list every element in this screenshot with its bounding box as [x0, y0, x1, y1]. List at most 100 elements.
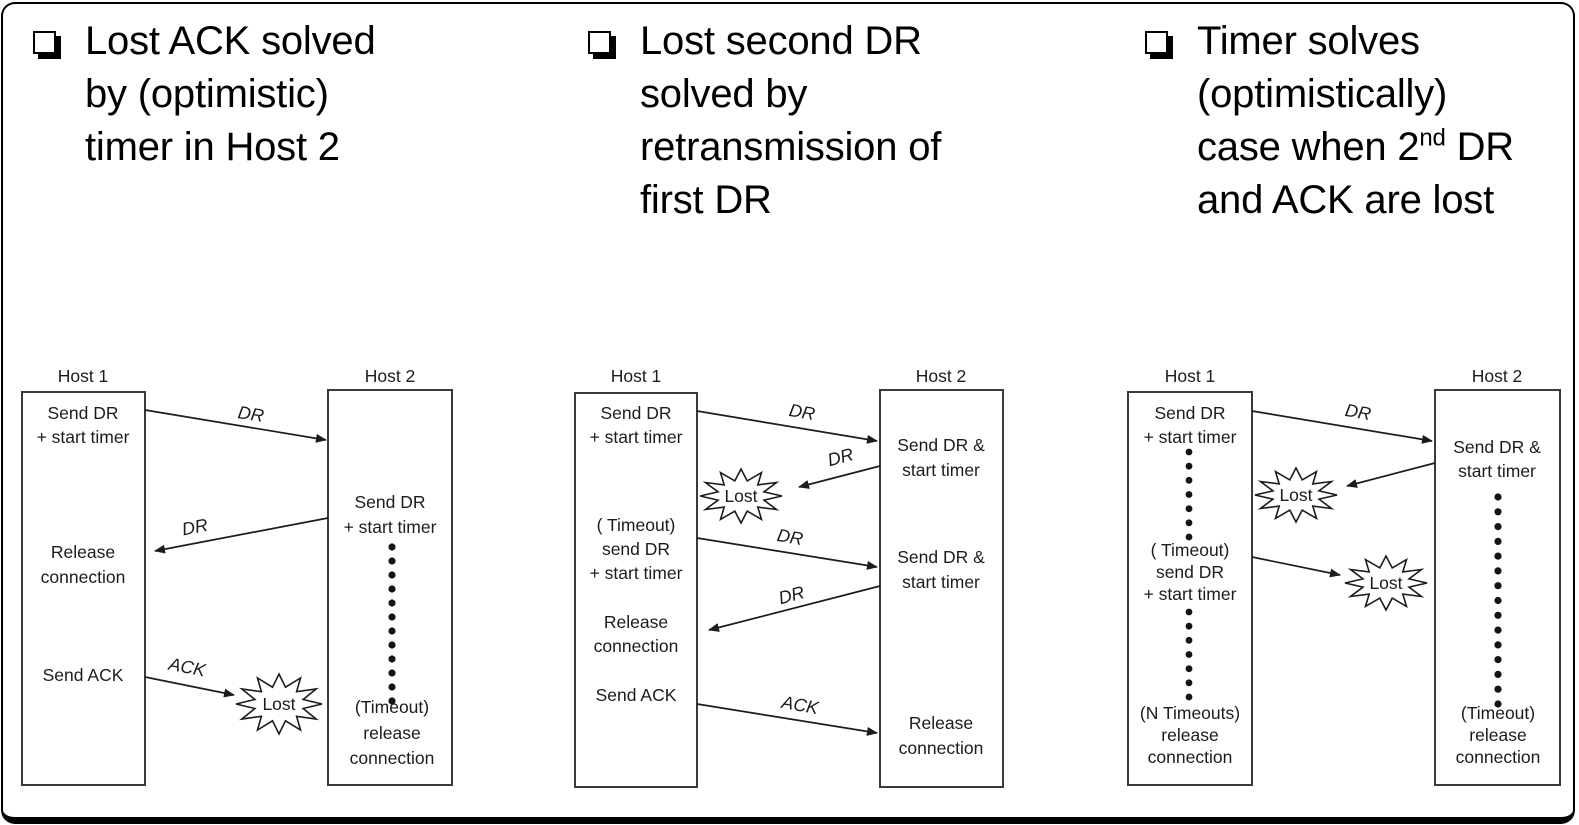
- host2-event: (Timeout): [1461, 703, 1535, 723]
- host1-box: [1127, 391, 1253, 786]
- host2-title: Host 2: [916, 366, 967, 386]
- arrow-label-dr: DR: [776, 525, 805, 549]
- bullet-timer-solves: Timer solves (optimistically) case when …: [1145, 15, 1565, 227]
- host2-event: connection: [1456, 747, 1541, 767]
- bullet-text: Lost ACK solved by (optimistic) timer in…: [85, 15, 376, 174]
- host1-title: Host 1: [611, 366, 662, 386]
- host1-box: [21, 391, 146, 786]
- arrow-ack: [696, 703, 878, 736]
- host1-event: Release: [604, 612, 668, 632]
- bullet-line: case when 2nd DR: [1197, 124, 1514, 169]
- host1-event: + start timer: [590, 427, 683, 447]
- timer-dotted-line: [1185, 608, 1193, 701]
- arrow-dr-1: [1251, 410, 1433, 444]
- lost-label: Lost: [262, 694, 295, 714]
- bullet-text: Timer solves (optimistically) case when …: [1197, 15, 1514, 227]
- bullet-line: solved by: [640, 72, 808, 116]
- bullet-line: by (optimistic): [85, 72, 329, 116]
- lost-label: Lost: [1369, 573, 1402, 593]
- host2-event: start timer: [1458, 461, 1536, 481]
- host1-event: Release: [51, 542, 115, 562]
- host1-event: + start timer: [37, 427, 130, 447]
- bullet-line: and ACK are lost: [1197, 178, 1494, 222]
- bullet-line: Timer solves: [1197, 19, 1420, 63]
- diagram-lost-ack: Host 1 Host 2 Send DR + start timer Rele…: [21, 366, 453, 786]
- host1-event: (N Timeouts): [1140, 703, 1240, 723]
- bullet-line: Lost second DR: [640, 19, 922, 63]
- arrow-label-ack: ACK: [779, 692, 821, 718]
- timer-dotted-line: [388, 543, 396, 705]
- lost-starburst: [235, 672, 323, 736]
- diagram-lost-second-dr: Host 1 Host 2 Send DR + start timer ( Ti…: [574, 366, 1004, 788]
- host2-event: release: [363, 723, 420, 743]
- host2-event: Send DR &: [897, 547, 985, 567]
- host2-event: Send DR &: [1453, 437, 1541, 457]
- timer-dotted-line: [1494, 493, 1502, 708]
- host1-event: ( Timeout): [597, 515, 676, 535]
- arrow-label-dr: DR: [825, 444, 855, 470]
- arrow-label-dr: DR: [776, 582, 806, 608]
- host2-event: Release: [909, 713, 973, 733]
- arrow-dr-1: [144, 409, 327, 443]
- host1-box: [574, 392, 698, 788]
- bullet-text: Lost second DR solved by retransmission …: [640, 15, 941, 227]
- host2-event: release: [1469, 725, 1526, 745]
- host1-event: Send DR: [47, 403, 118, 423]
- host2-box: [879, 389, 1004, 788]
- host1-event: Send ACK: [43, 665, 124, 685]
- host2-event: (Timeout): [355, 697, 429, 717]
- host1-event: + start timer: [590, 563, 683, 583]
- arrow-ack: [144, 676, 235, 698]
- host1-event: Send DR: [1154, 403, 1225, 423]
- host1-event: connection: [594, 636, 679, 656]
- square-bullet-icon: [1145, 31, 1168, 54]
- lost-starburst-2: [1344, 554, 1428, 612]
- square-bullet-icon: [33, 31, 56, 54]
- bullet-lost-ack: Lost ACK solved by (optimistic) timer in…: [33, 15, 493, 174]
- host2-event: Send DR &: [897, 435, 985, 455]
- host1-event: connection: [41, 567, 126, 587]
- host1-event: ( Timeout): [1151, 540, 1230, 560]
- lost-starburst-1: [1254, 466, 1338, 524]
- host1-event: connection: [1148, 747, 1233, 767]
- host1-event: Send ACK: [596, 685, 677, 705]
- bullet-lost-second-dr: Lost second DR solved by retransmission …: [588, 15, 1048, 227]
- lost-label: Lost: [1279, 485, 1312, 505]
- arrow-label-dr: DR: [237, 402, 266, 426]
- bullet-line: timer in Host 2: [85, 125, 340, 169]
- host2-event: start timer: [902, 460, 980, 480]
- arrow-dr-3-lost: [1251, 556, 1341, 578]
- host1-event: send DR: [602, 539, 670, 559]
- host1-title: Host 1: [1165, 366, 1216, 386]
- lost-starburst: [699, 467, 783, 525]
- bullet-line: (optimistically): [1197, 72, 1448, 116]
- arrow-dr-4: [708, 585, 881, 632]
- host1-event: Send DR: [600, 403, 671, 423]
- arrow-label-ack: ACK: [166, 654, 208, 681]
- superscript-nd: nd: [1419, 124, 1446, 152]
- host1-title: Host 1: [58, 366, 109, 386]
- host2-box: [327, 389, 453, 786]
- host1-event: release: [1161, 725, 1218, 745]
- host2-title: Host 2: [1472, 366, 1523, 386]
- host2-event: connection: [899, 738, 984, 758]
- arrow-dr-3: [696, 537, 878, 570]
- diagram-dr-and-ack-lost: Host 1 Host 2 Send DR + start timer ( Ti…: [1127, 366, 1561, 786]
- arrow-dr-2-lost: [1346, 462, 1436, 488]
- arrow-label-dr: DR: [788, 400, 817, 424]
- host2-event: + start timer: [344, 517, 437, 537]
- arrow-dr-2: [154, 517, 329, 554]
- host1-event: send DR: [1156, 562, 1224, 582]
- host2-event: connection: [350, 748, 435, 768]
- host1-event: + start timer: [1144, 427, 1237, 447]
- square-bullet-icon: [588, 31, 611, 54]
- host2-title: Host 2: [365, 366, 416, 386]
- lost-label: Lost: [724, 486, 757, 506]
- arrow-dr-1: [696, 410, 878, 444]
- host2-event: Send DR: [354, 492, 425, 512]
- timer-dotted-line: [1185, 448, 1193, 541]
- arrow-label-dr: DR: [1344, 400, 1373, 424]
- host2-event: start timer: [902, 572, 980, 592]
- host1-event: + start timer: [1144, 584, 1237, 604]
